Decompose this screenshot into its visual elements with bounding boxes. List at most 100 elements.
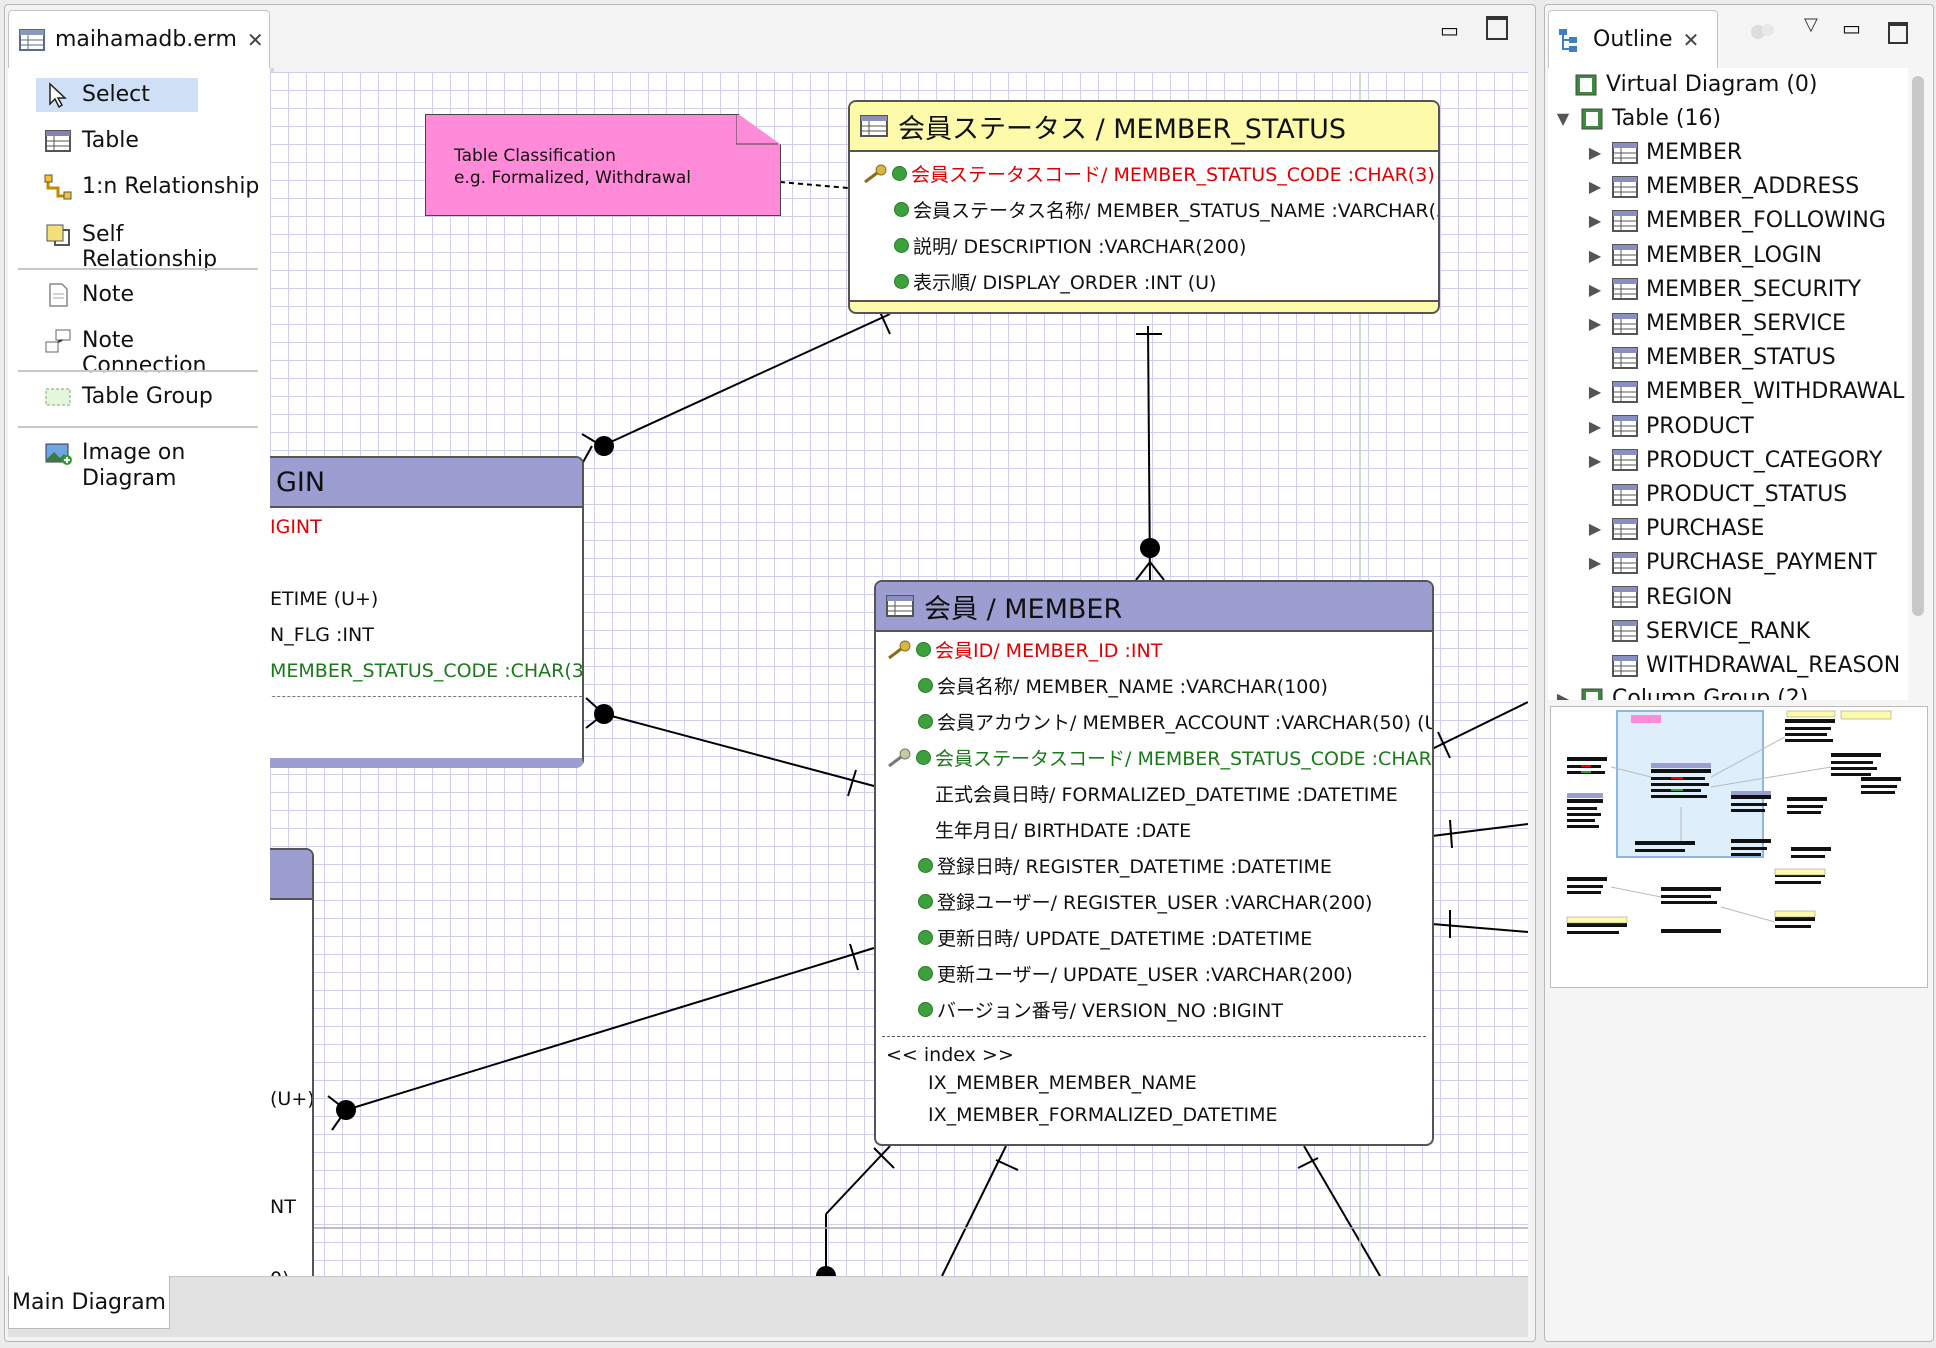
diagram-note[interactable]: Table Classification e.g. Formalized, Wi… xyxy=(425,114,781,216)
chevron-right-icon[interactable]: ▶ xyxy=(1556,689,1570,700)
tree-item-column-group[interactable]: ▶ Column Group (2) xyxy=(1554,686,1808,700)
tree-item-table-service-rank[interactable]: SERVICE_RANK xyxy=(1586,619,1810,644)
maximize-icon[interactable] xyxy=(1888,22,1908,44)
note-fold xyxy=(736,114,778,145)
column-row[interactable]: 正式会員日時/ FORMALIZED_DATETIME :DATETIME xyxy=(935,780,1398,807)
chevron-right-icon[interactable]: ▶ xyxy=(1588,143,1602,162)
tree-item-table-purchase[interactable]: ▶PURCHASE xyxy=(1586,516,1765,541)
column-label: 会員名称/ MEMBER_NAME :VARCHAR(100) xyxy=(937,676,1328,698)
tree-item-table-product-status[interactable]: PRODUCT_STATUS xyxy=(1586,482,1847,507)
minimize-icon[interactable]: ▭ xyxy=(1842,16,1861,40)
column-label: 会員アカウント/ MEMBER_ACCOUNT :VARCHAR(50) (U) xyxy=(937,712,1434,734)
chevron-right-icon[interactable]: ▶ xyxy=(1588,553,1602,573)
close-icon[interactable]: ✕ xyxy=(246,27,264,52)
column-label: 登録日時/ REGISTER_DATETIME :DATETIME xyxy=(937,856,1332,878)
index-row[interactable]: IX_MEMBER_MEMBER_NAME xyxy=(928,1072,1197,1094)
note-connection-icon xyxy=(45,329,71,353)
editor-tab[interactable]: maihamadb.erm ✕ xyxy=(8,10,270,68)
column-row[interactable]: NT xyxy=(270,1196,296,1218)
column-row[interactable]: バージョン番号/ VERSION_NO :BIGINT xyxy=(918,996,1283,1023)
diagram-canvas[interactable]: Table Classification e.g. Formalized, Wi… xyxy=(270,72,1528,1276)
outline-icon xyxy=(1559,28,1577,52)
chevron-right-icon[interactable]: ▶ xyxy=(1588,314,1602,333)
tree-item-virtual-diagram[interactable]: Virtual Diagram (0) xyxy=(1574,72,1818,97)
tree-item-table-member-following[interactable]: ▶MEMBER_FOLLOWING xyxy=(1586,208,1886,233)
palette-table[interactable]: Table xyxy=(36,124,147,158)
column-row[interactable]: 登録ユーザー/ REGISTER_USER :VARCHAR(200) xyxy=(918,888,1372,915)
editor-bottom-bar xyxy=(8,1276,1528,1337)
palette-select[interactable]: Select xyxy=(36,78,198,112)
tree-item-table-member-security[interactable]: ▶ MEMBER_SECURITY xyxy=(1586,277,1861,302)
table-icon xyxy=(1612,586,1638,609)
column-row[interactable]: 更新日時/ UPDATE_DATETIME :DATETIME xyxy=(918,924,1312,951)
column-row[interactable]: 登録日時/ REGISTER_DATETIME :DATETIME xyxy=(918,852,1332,879)
column-row[interactable]: 会員アカウント/ MEMBER_ACCOUNT :VARCHAR(50) (U) xyxy=(918,708,1434,735)
tree-item-label: MEMBER_SECURITY xyxy=(1646,276,1862,302)
tree-item-table-region[interactable]: REGION xyxy=(1586,585,1733,610)
diagram-icon xyxy=(1581,688,1603,700)
tree-item-table-withdrawal-reason[interactable]: WITHDRAWAL_REASON xyxy=(1586,653,1900,678)
minimize-icon[interactable]: ▭ xyxy=(1440,18,1459,42)
chevron-right-icon[interactable]: ▶ xyxy=(1588,279,1602,299)
table-header: 会員 / MEMBER xyxy=(876,582,1432,632)
tree-item-table-product[interactable]: ▶PRODUCT xyxy=(1586,414,1754,439)
column-row[interactable]: 更新ユーザー/ UPDATE_USER :VARCHAR(200) xyxy=(918,960,1353,987)
close-icon[interactable]: ✕ xyxy=(1682,27,1700,52)
chevron-right-icon[interactable]: ▶ xyxy=(1588,245,1602,265)
column-row[interactable]: 説明/ DESCRIPTION :VARCHAR(200) xyxy=(894,232,1246,259)
column-row[interactable]: 会員ID/ MEMBER_ID :INT xyxy=(886,636,1162,663)
table-member[interactable]: 会員 / MEMBER 会員ID/ MEMBER_ID :INT 会員名称/ M… xyxy=(874,580,1434,1146)
palette-note-connection[interactable]: Note Connection xyxy=(36,324,270,382)
palette-note[interactable]: Note xyxy=(36,278,142,312)
chevron-right-icon[interactable]: ▶ xyxy=(1588,177,1602,197)
outline-scrollbar[interactable] xyxy=(1912,76,1924,616)
palette: Select Table 1:n Relationship Self Relat… xyxy=(8,68,274,1276)
index-separator xyxy=(882,1036,1426,1037)
tree-item-table[interactable]: ▼ Table (16) xyxy=(1554,106,1721,131)
tree-item-table-member[interactable]: ▶MEMBER xyxy=(1586,140,1742,165)
column-row[interactable]: 会員ステータスコード/ MEMBER_STATUS_CODE :CHAR(3) xyxy=(862,160,1435,187)
table-icon xyxy=(1612,141,1638,164)
tree-item-table-member-status[interactable]: MEMBER_STATUS xyxy=(1586,345,1836,370)
column-row[interactable]: ETIME (U+) xyxy=(270,588,379,610)
table-partial-lower[interactable]: (U+) NT 0) xyxy=(270,848,314,1276)
tree-item-table-member-withdrawal[interactable]: ▶MEMBER_WITHDRAWAL xyxy=(1586,379,1905,404)
column-row[interactable]: 0) xyxy=(270,1268,290,1276)
chevron-right-icon[interactable]: ▶ xyxy=(1588,211,1602,231)
tree-item-table-purchase-payment[interactable]: ▶PURCHASE_PAYMENT xyxy=(1586,550,1877,575)
view-menu-icon[interactable]: ▽ xyxy=(1804,14,1818,35)
chevron-right-icon[interactable]: ▶ xyxy=(1588,450,1602,470)
column-row[interactable]: IGINT xyxy=(270,516,322,538)
tree-item-table-member-address[interactable]: ▶MEMBER_ADDRESS xyxy=(1586,174,1859,199)
column-row[interactable]: 生年月日/ BIRTHDATE :DATE xyxy=(935,816,1191,843)
chevron-down-icon[interactable]: ▼ xyxy=(1556,109,1570,128)
tree-item-table-product-category[interactable]: ▶PRODUCT_CATEGORY xyxy=(1586,448,1883,473)
table-member-status[interactable]: 会員ステータス / MEMBER_STATUS 会員ステータスコード/ MEMB… xyxy=(848,100,1440,314)
column-row[interactable]: (U+) xyxy=(270,1088,314,1110)
outline-tab[interactable]: Outline ✕ xyxy=(1548,10,1718,68)
table-icon xyxy=(1612,244,1638,267)
tab-main-diagram[interactable]: Main Diagram xyxy=(8,1276,170,1329)
table-member-login[interactable]: GIN IGINT ETIME (U+) N_FLG :INT MEMBER_S… xyxy=(270,456,584,768)
chevron-right-icon[interactable]: ▶ xyxy=(1588,416,1602,436)
diagram-minimap[interactable] xyxy=(1550,706,1928,988)
palette-one-to-many[interactable]: 1:n Relationship xyxy=(36,170,267,204)
column-row[interactable]: 会員名称/ MEMBER_NAME :VARCHAR(100) xyxy=(918,672,1328,699)
tree-item-table-member-login[interactable]: ▶MEMBER_LOGIN xyxy=(1586,243,1822,268)
palette-image[interactable]: Image on Diagram xyxy=(36,436,193,496)
link-editor-icon[interactable] xyxy=(1748,20,1778,44)
column-dot-icon xyxy=(916,642,931,657)
chevron-right-icon[interactable]: ▶ xyxy=(1588,519,1602,539)
tree-item-table-member-service[interactable]: ▶MEMBER_SERVICE xyxy=(1586,311,1846,336)
palette-self-relationship[interactable]: Self Relationship xyxy=(36,218,270,276)
index-row[interactable]: IX_MEMBER_FORMALIZED_DATETIME xyxy=(928,1104,1278,1126)
column-row[interactable]: 表示順/ DISPLAY_ORDER :INT (U) xyxy=(894,268,1216,295)
chevron-right-icon[interactable]: ▶ xyxy=(1588,382,1602,402)
column-row[interactable]: 会員ステータスコード/ MEMBER_STATUS_CODE :CHAR(3) xyxy=(886,744,1432,771)
maximize-icon[interactable] xyxy=(1486,16,1508,40)
table-icon xyxy=(1612,449,1638,472)
column-row[interactable]: MEMBER_STATUS_CODE :CHAR(3) xyxy=(270,660,584,682)
column-row[interactable]: N_FLG :INT xyxy=(270,624,374,646)
column-row[interactable]: 会員ステータス名称/ MEMBER_STATUS_NAME :VARCHAR(5… xyxy=(894,196,1438,223)
palette-table-group[interactable]: Table Group xyxy=(36,380,221,414)
